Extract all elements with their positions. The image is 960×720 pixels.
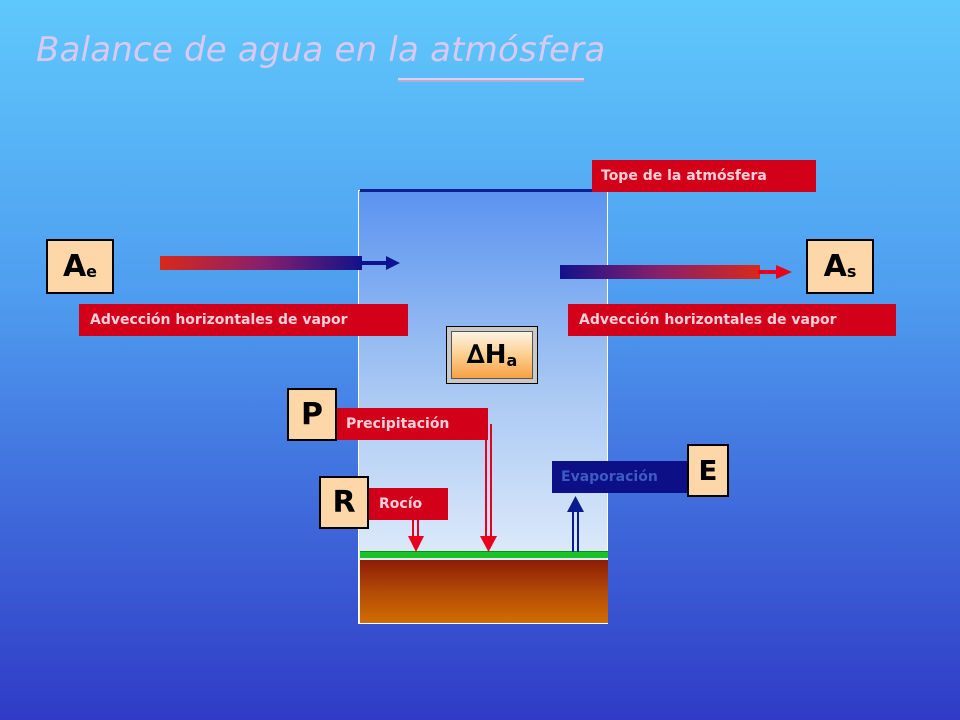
top-of-atmosphere-text: Tope de la atmósfera: [601, 168, 767, 184]
advection-in-label: Advección horizontales de vapor: [79, 304, 408, 336]
evaporation-label: Evaporación: [552, 461, 692, 493]
dew-text: Rocío: [379, 496, 423, 512]
evap-arrow-head: [567, 496, 584, 512]
precip-box: P: [287, 388, 337, 441]
delta-symbol: ∆: [466, 340, 485, 370]
title-underline: [398, 78, 584, 80]
atmosphere-top-line: [360, 189, 712, 192]
precipitation-text: Precipitación: [346, 416, 450, 432]
inflow-subscript: e: [86, 262, 98, 281]
dew-symbol: R: [332, 485, 356, 520]
advection-out-text: Advección horizontales de vapor: [579, 312, 837, 328]
ground-surface-line: [360, 551, 608, 558]
evaporation-text: Evaporación: [561, 469, 658, 485]
precip-symbol: P: [301, 397, 323, 432]
advection-out-label: Advección horizontales de vapor: [568, 304, 896, 336]
storage-symbol: H: [484, 340, 507, 370]
evap-box: E: [687, 444, 729, 497]
outflow-arrow-bar: [560, 265, 760, 279]
outflow-symbol: A: [823, 249, 847, 284]
dew-box: R: [319, 476, 369, 529]
soil-block: [360, 560, 608, 623]
outflow-subscript: s: [846, 262, 857, 281]
evap-symbol: E: [698, 454, 718, 487]
top-of-atmosphere-label: Tope de la atmósfera: [592, 160, 816, 192]
slide-title: Balance de agua en la atmósfera: [36, 30, 606, 70]
inflow-arrow-bar: [160, 256, 362, 270]
precip-arrow-head: [480, 536, 497, 552]
dew-label: Rocío: [368, 488, 448, 520]
dew-arrow-head: [408, 536, 424, 552]
precipitation-label: Precipitación: [336, 408, 488, 440]
inflow-symbol: A: [62, 249, 87, 284]
outflow-arrow-head: [776, 265, 792, 279]
storage-subscript: a: [506, 350, 518, 370]
advection-in-text: Advección horizontales de vapor: [90, 312, 348, 328]
inflow-arrow-head: [386, 256, 400, 270]
